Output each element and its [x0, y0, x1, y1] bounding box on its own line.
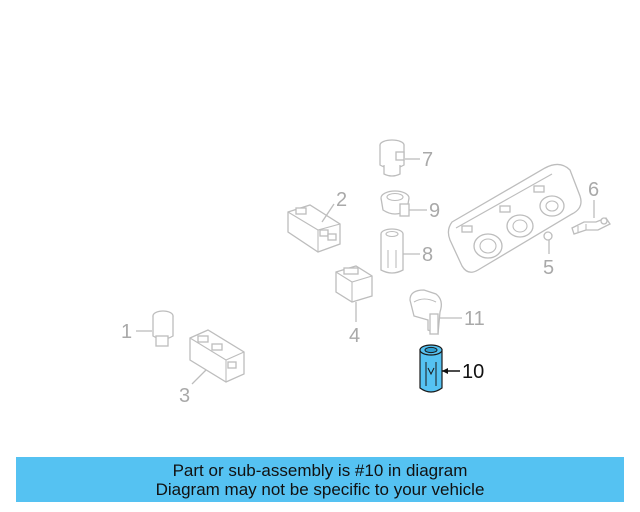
callout-10: 10: [462, 361, 484, 383]
callout-6: 6: [588, 179, 599, 201]
callout-2: 2: [336, 189, 347, 211]
info-banner: Part or sub-assembly is #10 in diagram D…: [16, 457, 624, 502]
part-8[interactable]: [380, 228, 404, 274]
callout-11: 11: [464, 308, 485, 330]
callout-8: 8: [422, 244, 433, 266]
part-11[interactable]: [409, 289, 442, 335]
part-10-highlighted[interactable]: [419, 344, 443, 393]
callout-3: 3: [179, 385, 190, 407]
callout-1: 1: [121, 321, 132, 343]
part-1[interactable]: [152, 310, 174, 347]
callout-7: 7: [422, 149, 433, 171]
part-3[interactable]: [189, 329, 245, 383]
part-7[interactable]: [379, 139, 405, 177]
part-4[interactable]: [335, 265, 373, 303]
banner-line-1: Part or sub-assembly is #10 in diagram: [172, 461, 468, 480]
part-2[interactable]: [287, 204, 341, 253]
part-6[interactable]: [571, 217, 611, 235]
part-5[interactable]: [447, 163, 582, 273]
part-9[interactable]: [380, 190, 410, 217]
banner-line-2: Diagram may not be specific to your vehi…: [155, 480, 485, 499]
parts-diagram: 7 9 8 2 4 1: [121, 139, 611, 407]
callout-9: 9: [429, 200, 440, 222]
callout-4: 4: [349, 325, 360, 347]
callout-5: 5: [543, 257, 554, 279]
